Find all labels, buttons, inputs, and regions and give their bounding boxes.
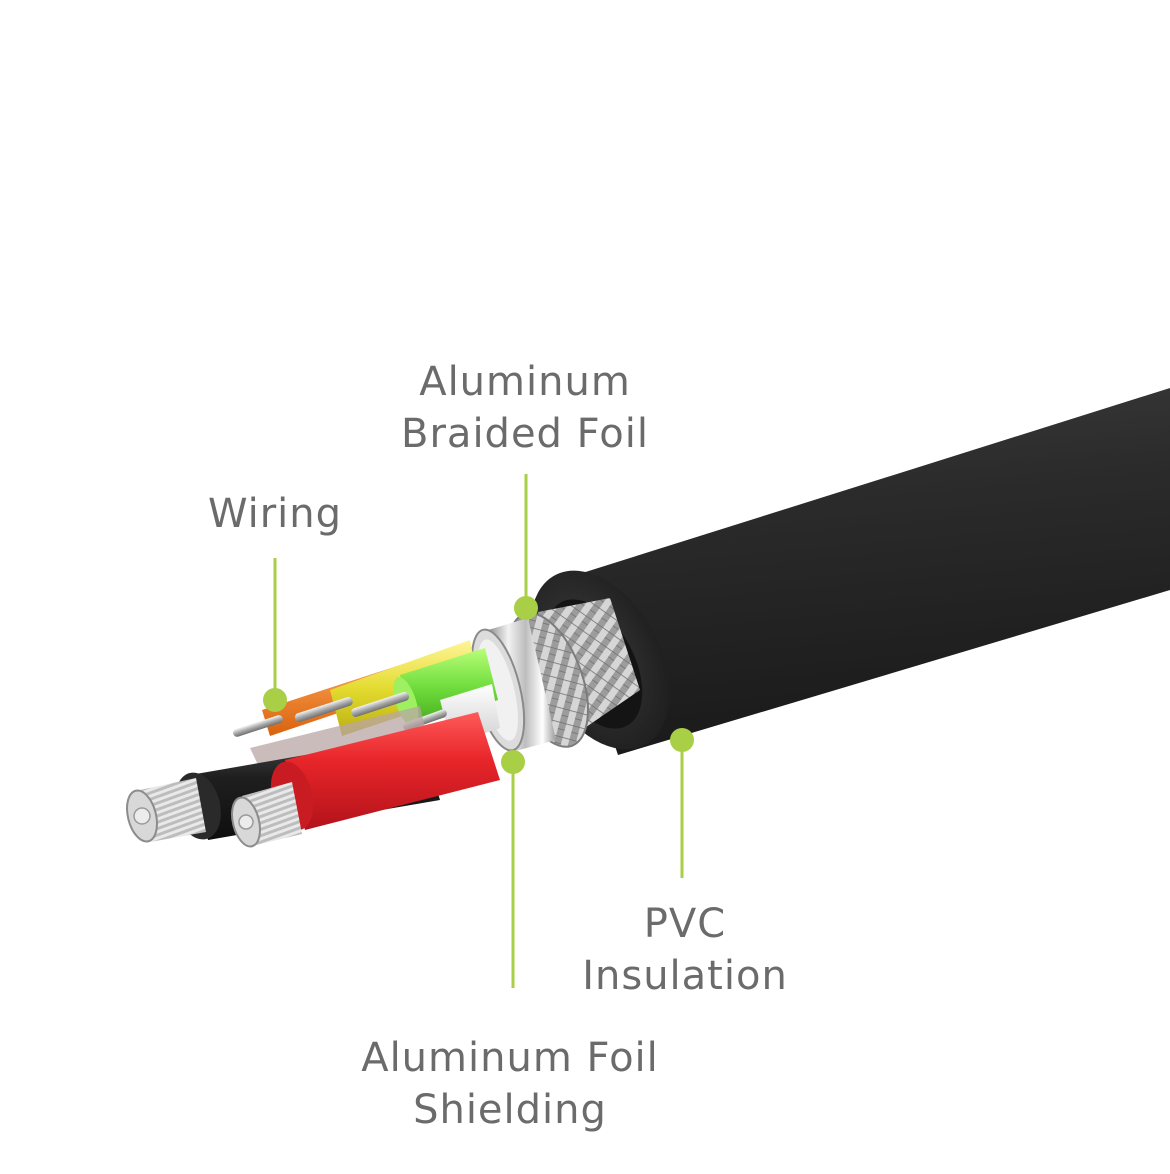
callout-braided-line1: Aluminum: [419, 359, 631, 405]
callout-leaders: [263, 474, 694, 988]
leader-dot-pvc: [670, 728, 694, 752]
callout-foil-line1: Aluminum Foil: [361, 1035, 659, 1081]
inner-wires: [126, 640, 500, 848]
callout-aluminum-braided-foil: Aluminum Braided Foil: [360, 356, 690, 460]
callout-aluminum-foil-shielding: Aluminum Foil Shielding: [320, 1032, 700, 1136]
callout-wiring-line1: Wiring: [207, 491, 343, 537]
callout-foil-line2: Shielding: [413, 1087, 607, 1133]
callout-pvc-line1: PVC: [643, 901, 727, 947]
callout-pvc-line2: Insulation: [582, 953, 788, 999]
leader-dot-foil-shielding: [501, 750, 525, 774]
callout-wiring: Wiring: [180, 488, 370, 540]
callout-braided-line2: Braided Foil: [401, 411, 649, 457]
leader-dot-braided-foil: [514, 596, 538, 620]
leader-dot-wiring: [263, 688, 287, 712]
callout-pvc-insulation: PVC Insulation: [540, 898, 830, 1002]
